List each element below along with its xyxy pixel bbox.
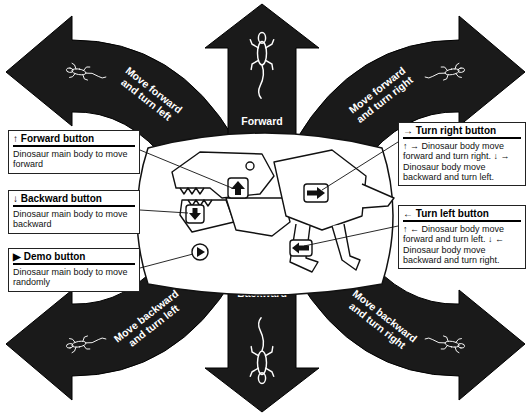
button-callout: ↑ Forward buttonDinosaur main body to mo… bbox=[8, 130, 140, 174]
button-callout: ▶ Demo buttonDinosaur main body to move … bbox=[8, 248, 140, 292]
button-description: Dinosaur main body to move backward bbox=[13, 209, 135, 230]
button-name: ↑ Forward button bbox=[13, 133, 135, 147]
direction-label: Forward bbox=[230, 116, 294, 128]
button-description: ↑ ← Dinosaur body move forward and turn … bbox=[403, 224, 521, 265]
button-description: Dinosaur main body to move forward bbox=[13, 149, 135, 170]
button-name: ← Turn left button bbox=[403, 208, 521, 222]
button-name: → Turn right button bbox=[403, 125, 521, 139]
button-callout: ↓ Backward buttonDinosaur main body to m… bbox=[8, 190, 140, 234]
button-description: Dinosaur main body to move randomly bbox=[13, 267, 135, 288]
button-name: ↓ Backward button bbox=[13, 193, 135, 207]
button-callout: → Turn right button ↑ → Dinosaur body mov… bbox=[398, 122, 526, 186]
button-name: ▶ Demo button bbox=[13, 251, 135, 265]
button-callout: ← Turn left button ↑ ← Dinosaur body move… bbox=[398, 205, 526, 269]
button-description: ↑ → Dinosaur body move forward and turn … bbox=[403, 141, 521, 182]
